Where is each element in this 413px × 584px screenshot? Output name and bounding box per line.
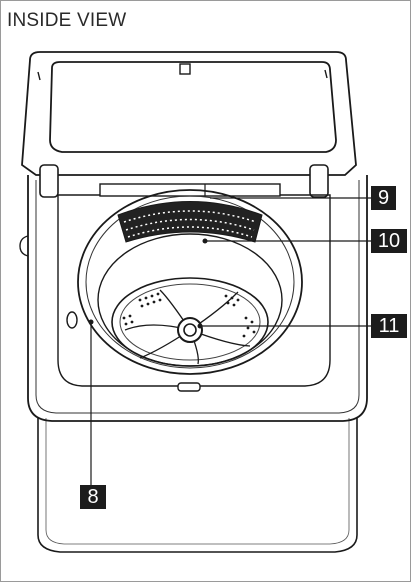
callout-9: 9 — [371, 186, 396, 210]
washer-pedestal — [37, 418, 358, 553]
tub-opening — [57, 194, 331, 387]
wash-plate — [111, 277, 269, 367]
figure-title: INSIDE VIEW — [7, 10, 127, 31]
washer-lid-outer — [21, 51, 357, 176]
sensor — [66, 311, 78, 329]
callout-11: 11 — [371, 314, 407, 338]
tub-outer — [77, 189, 303, 375]
callout-10: 10 — [371, 229, 407, 253]
side-knob — [19, 235, 29, 257]
washer-cabinet — [27, 175, 368, 422]
drum-perforations — [117, 201, 263, 243]
front-latch — [177, 382, 201, 392]
left-hinge — [39, 164, 59, 198]
washer-lid-window — [49, 61, 337, 153]
callout-8: 8 — [80, 485, 106, 509]
right-hinge — [309, 164, 329, 198]
